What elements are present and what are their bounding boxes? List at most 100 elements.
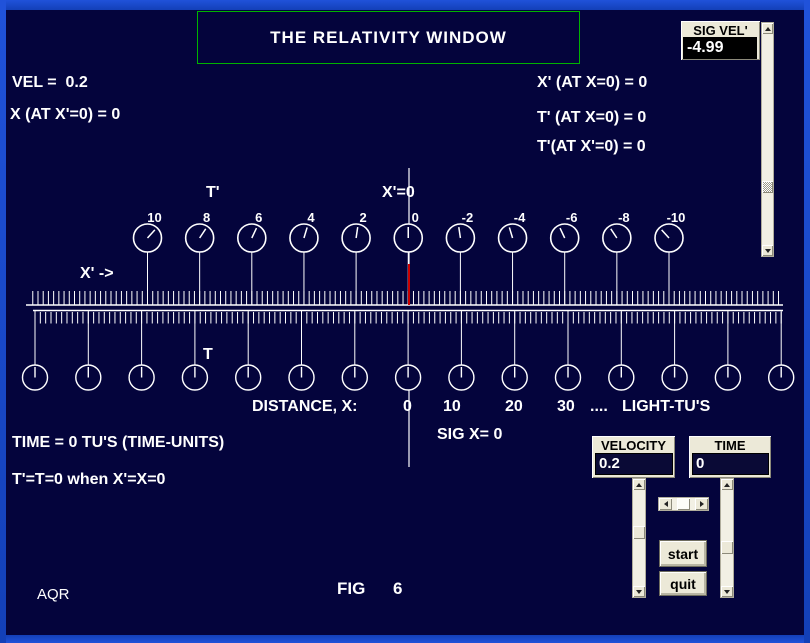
upper-clock-hand <box>559 227 566 239</box>
start-button[interactable]: start <box>659 540 707 567</box>
scroll-left-icon[interactable] <box>659 498 672 510</box>
readout-tp-at-x0: T' (AT X=0) = 0 <box>537 109 647 126</box>
lower-clock-face <box>608 364 635 391</box>
scrollbar-thumb[interactable] <box>721 541 733 554</box>
lower-clock-face <box>501 364 528 391</box>
upper-clock-face <box>289 223 319 253</box>
lower-clock-face <box>234 364 262 391</box>
x-prime-origin-label: X'=0 <box>382 184 415 201</box>
distance-units-label: LIGHT-TU'S <box>622 398 711 415</box>
page-title-text: THE RELATIVITY WINDOW <box>270 27 507 47</box>
upper-clock-face <box>602 223 632 253</box>
upper-clock-x-label: 10 <box>147 210 161 225</box>
scroll-down-icon[interactable] <box>762 245 773 256</box>
distance-tick-0: 0 <box>403 398 412 415</box>
upper-clock-x-label: 4 <box>307 210 315 225</box>
red-marker-line <box>408 264 410 305</box>
window-frame-left <box>0 0 6 643</box>
window-frame-bottom <box>0 635 810 643</box>
scrollbar-thumb[interactable] <box>762 181 773 193</box>
scroll-up-icon[interactable] <box>762 23 773 34</box>
velocity-label: VELOCITY <box>600 438 666 453</box>
lower-clock-face <box>554 364 582 391</box>
time-panel: TIME 0 <box>689 436 771 478</box>
upper-clock-hand <box>199 228 207 239</box>
fig-label: FIG <box>337 579 366 598</box>
t-prime-axis-label: T' <box>206 184 220 201</box>
lower-clock-face <box>75 364 102 391</box>
scroll-down-icon[interactable] <box>721 586 733 597</box>
distance-dots: .... <box>590 398 608 415</box>
upper-clock-x-label: 8 <box>203 210 210 225</box>
lower-clock-face <box>768 364 795 391</box>
time-label: TIME <box>714 438 746 453</box>
time-value: 0 <box>692 453 769 475</box>
distance-tick-20: 20 <box>505 398 523 415</box>
lower-clock-face <box>714 364 742 391</box>
upper-clock-face <box>184 223 215 253</box>
upper-clock-x-label: 6 <box>255 210 262 225</box>
upper-clock-x-label: -2 <box>462 210 474 225</box>
lower-clock-face <box>21 364 49 391</box>
sig-vel-label: SIG VEL' <box>693 23 748 38</box>
upper-clock-x-label: -8 <box>618 210 630 225</box>
upper-clock-face <box>237 223 267 253</box>
sig-x-readout: SIG X= 0 <box>437 426 503 443</box>
fine-adjust-scrollbar[interactable] <box>658 497 709 511</box>
upper-clock-face <box>393 223 424 253</box>
velocity-value: 0.2 <box>595 453 673 475</box>
upper-clock-x-label: 2 <box>359 210 366 225</box>
upper-clock-hand <box>661 229 670 239</box>
scroll-up-icon[interactable] <box>633 479 645 490</box>
sig-vel-value: -4.99 <box>683 37 757 59</box>
scroll-down-icon[interactable] <box>633 586 645 597</box>
readout-vel: VEL = 0.2 <box>12 74 88 91</box>
upper-clock-face <box>445 223 476 253</box>
scroll-right-icon[interactable] <box>695 498 708 510</box>
window-frame-right <box>804 0 810 643</box>
upper-clock-hand <box>355 227 359 239</box>
upper-clock-x-label: -10 <box>667 210 686 225</box>
upper-clock-hand <box>458 227 462 239</box>
upper-clock-hand <box>251 227 258 239</box>
upper-clock-hand <box>303 227 308 239</box>
lower-clock-face <box>394 364 422 391</box>
lower-clock-face <box>288 364 315 391</box>
upper-clock-hand <box>610 228 618 239</box>
upper-clock-x-label: -4 <box>514 210 526 225</box>
t-axis-label: T <box>203 346 213 363</box>
time-scrollbar[interactable] <box>720 478 734 598</box>
scrollbar-thumb[interactable] <box>633 526 645 539</box>
distance-tick-10: 10 <box>443 398 461 415</box>
lower-clock-face <box>448 364 475 391</box>
upper-clock-x-label: 0 <box>412 210 419 225</box>
distance-prefix: DISTANCE, X: <box>252 398 358 415</box>
lower-clock-face <box>181 364 209 391</box>
velocity-scrollbar[interactable] <box>632 478 646 598</box>
upper-clock-face <box>341 223 371 253</box>
scroll-up-icon[interactable] <box>721 479 733 490</box>
readout-tp-at-xp0: T'(AT X'=0) = 0 <box>537 138 646 155</box>
upper-clock-face <box>549 223 580 253</box>
upper-clock-hand <box>508 227 514 239</box>
sync-readout: T'=T=0 when X'=X=0 <box>12 471 166 488</box>
upper-clock-x-label: -6 <box>566 210 578 225</box>
lower-clock-face <box>661 364 688 391</box>
velocity-panel: VELOCITY 0.2 <box>592 436 675 478</box>
lower-clock-face <box>341 364 368 391</box>
fig-number: 6 <box>393 579 403 598</box>
readout-xp-at-x0: X' (AT X=0) = 0 <box>537 74 648 91</box>
upper-clock-face <box>132 223 163 253</box>
upper-clock-face <box>654 223 684 253</box>
upper-clock-hand <box>146 229 156 239</box>
page-title: THE RELATIVITY WINDOW <box>197 11 580 64</box>
sig-vel-scrollbar[interactable] <box>761 22 774 257</box>
quit-button[interactable]: quit <box>659 571 707 596</box>
credit-text: AQR <box>37 586 70 603</box>
lower-clock-face <box>128 364 155 391</box>
scrollbar-thumb[interactable] <box>677 498 690 510</box>
distance-tick-30: 30 <box>557 398 575 415</box>
readout-x-at-xp0: X (AT X'=0) = 0 <box>10 106 121 123</box>
